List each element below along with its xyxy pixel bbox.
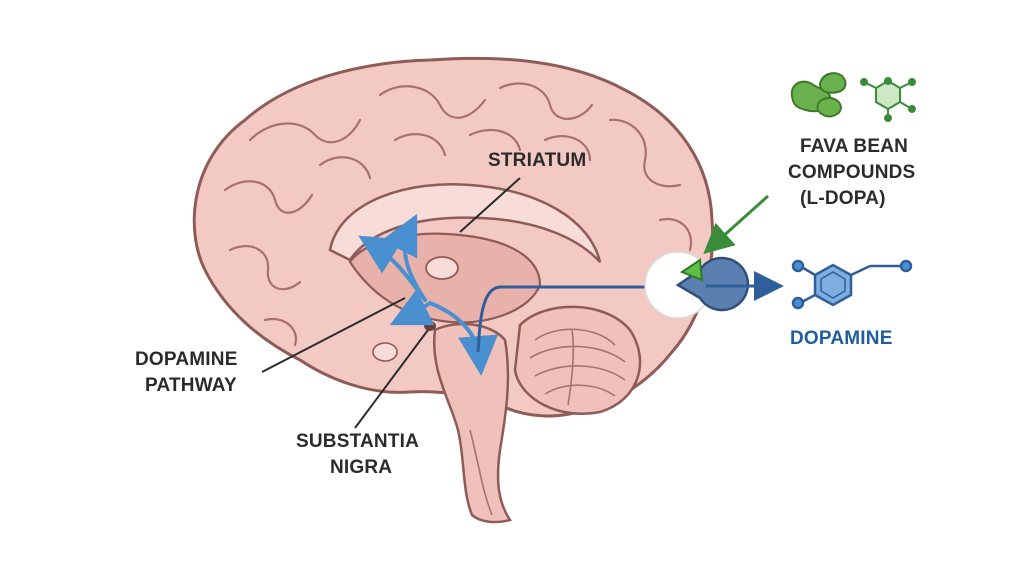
- l-dopa-molecule-icon: [860, 77, 916, 122]
- striatum-nucleus: [425, 256, 459, 280]
- dopamine-pathway-leader-line: [261, 297, 406, 373]
- brainstem: [432, 322, 513, 524]
- substantia-nigra-spot: [424, 321, 436, 331]
- fava-bean-label-line1: FAVA BEAN: [800, 136, 908, 157]
- pituitary: [372, 342, 398, 362]
- brainstem-detail: [469, 429, 493, 516]
- substantia-nigra-label-line2: NIGRA: [330, 457, 392, 478]
- substantia-nigra-leader-line: [354, 329, 429, 429]
- substantia-nigra-label-line1: SUBSTANTIA: [296, 431, 419, 452]
- pathway-connector-line: [476, 285, 648, 353]
- dopamine-pathway-label-line2: PATHWAY: [145, 375, 237, 396]
- striatum-label: STRIATUM: [488, 150, 586, 171]
- fava-bean-label-line2: COMPOUNDS: [788, 162, 915, 183]
- dopamine-label: DOPAMINE: [790, 328, 893, 349]
- brain-illustration: [192, 56, 715, 524]
- fava-bean-label-line3: (L-DOPA): [800, 188, 886, 209]
- dopamine-pathway-label-line1: DOPAMINE: [135, 349, 238, 370]
- striatum-leader-line: [459, 177, 521, 233]
- cerebellum: [513, 305, 642, 415]
- dopamine-molecule-icon: [791, 259, 913, 310]
- fava-bean-arrow: [703, 194, 770, 255]
- fava-bean-icon: [790, 72, 847, 118]
- corpus-callosum: [328, 183, 602, 263]
- dopamine-pathway: [358, 213, 499, 376]
- receptor-icon: [644, 251, 750, 319]
